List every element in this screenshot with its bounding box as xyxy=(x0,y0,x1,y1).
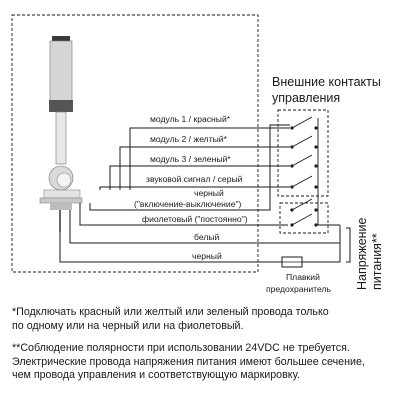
housing-boundary xyxy=(11,14,259,273)
contact-switch xyxy=(291,116,313,129)
contact-switch xyxy=(291,135,313,148)
wire-module-3 xyxy=(109,165,290,190)
mount-plate xyxy=(43,189,81,199)
wire-black-supply xyxy=(59,232,282,263)
lower-contacts-dashed-box xyxy=(279,202,329,234)
external-contacts-title: управления xyxy=(272,91,340,105)
label-white: белый xyxy=(194,232,220,242)
wire-sound-gray xyxy=(99,186,290,190)
contact-terminal xyxy=(314,223,318,227)
label-black-supply: черный xyxy=(192,251,222,261)
supply-voltage-label: Напряжение xyxy=(355,217,369,290)
mount-bottom xyxy=(50,203,72,210)
tower-pole xyxy=(55,111,67,165)
contact-switch xyxy=(291,213,313,226)
wire-module-1 xyxy=(129,127,290,190)
wire-module-2 xyxy=(119,146,290,190)
supply-voltage-label: питания** xyxy=(370,233,384,290)
label-module-2: модуль 2 / желтый* xyxy=(150,134,228,144)
wire-violet-constant xyxy=(79,203,288,226)
mount-knob xyxy=(56,172,72,188)
contact-terminal xyxy=(314,145,318,149)
label-module-3: модуль 3 / зеленый* xyxy=(150,154,231,164)
contact-terminal xyxy=(314,164,318,168)
signal-wires xyxy=(59,124,341,263)
mount-bracket xyxy=(39,197,83,204)
fuse-label: предохранитель xyxy=(266,284,331,294)
footnote-polarity: **Соблюдение полярности при использовани… xyxy=(12,342,365,382)
tower-base-collar xyxy=(49,100,73,112)
label-module-1: модуль 1 / красный* xyxy=(150,114,231,124)
contact-terminal xyxy=(314,126,318,130)
signal-tower xyxy=(39,36,83,232)
contact-terminal xyxy=(314,208,318,212)
label-sound-gray: звуковой сигнал / серый xyxy=(146,174,243,184)
contact-terminal xyxy=(314,185,318,189)
tower-light-module xyxy=(49,40,73,102)
label-violet: фиолетовый ("постоянно") xyxy=(142,214,248,224)
contacts-dashed-box xyxy=(277,109,329,197)
contact-switch xyxy=(291,198,313,211)
tower-cap xyxy=(52,36,70,42)
external-contacts-block xyxy=(277,109,341,234)
label-onoff: ("включение-выключение") xyxy=(134,199,242,209)
contact-switch xyxy=(291,154,313,167)
fuse-label: Плавкий xyxy=(286,272,320,282)
contact-switch xyxy=(291,175,313,188)
external-contacts-title: Внешние контакты xyxy=(272,75,381,89)
supply-voltage-bracket xyxy=(346,227,351,263)
wire-black-onoff xyxy=(89,124,290,211)
footnote-wire-connection: *Подключать красный или желтый или зелен… xyxy=(12,306,329,332)
label-black-1: черный xyxy=(194,188,224,198)
